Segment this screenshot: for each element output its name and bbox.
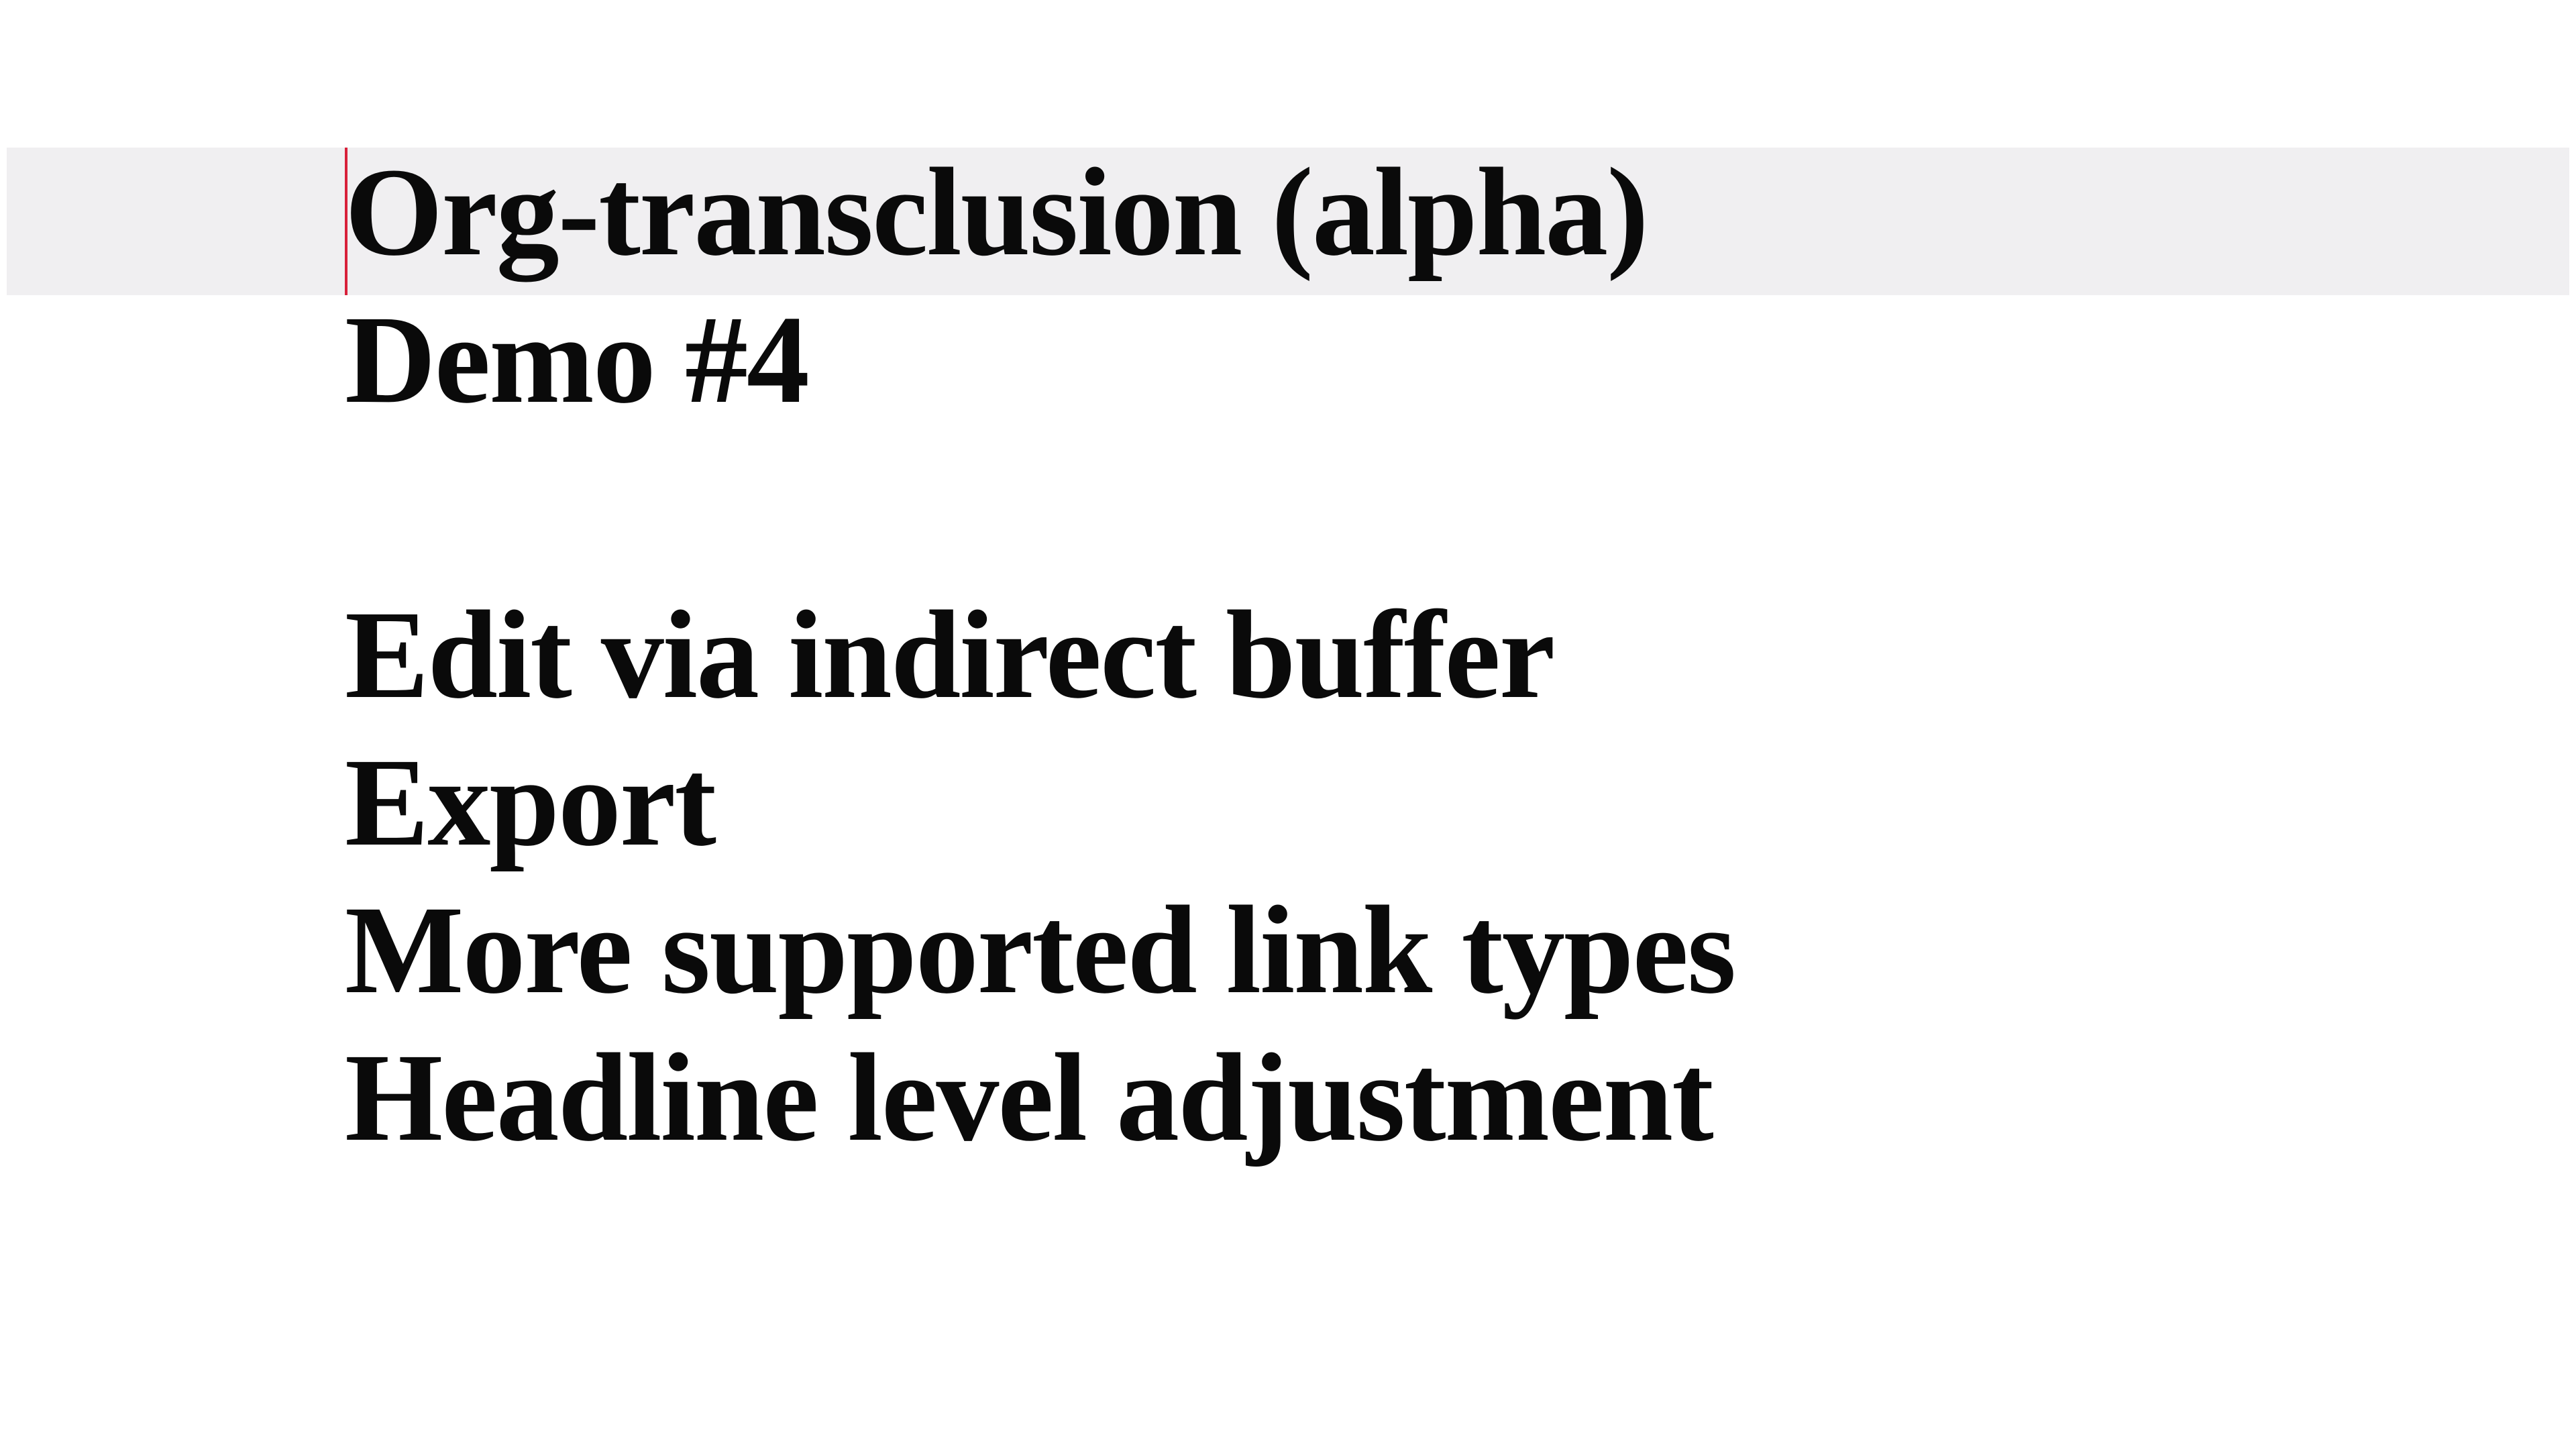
feature-item: Headline level adjustment [345,1027,1714,1167]
buffer-line[interactable]: Edit via indirect buffer [0,590,2576,738]
buffer-line[interactable]: More supported link types [0,885,2576,1033]
feature-item: Export [345,732,716,872]
heading-subtitle: Demo #4 [345,289,810,429]
buffer-line[interactable]: Export [0,738,2576,885]
text-cursor [345,148,347,295]
buffer-line[interactable]: Demo #4 [0,295,2576,443]
current-line-highlight[interactable]: Org-transclusion (alpha) [7,148,2569,295]
feature-item: Edit via indirect buffer [345,584,1555,724]
buffer-line[interactable]: Headline level adjustment [0,1033,2576,1181]
heading-title: Org-transclusion (alpha) [345,142,1649,282]
feature-item: More supported link types [345,879,1736,1020]
empty-line[interactable] [0,443,2576,590]
